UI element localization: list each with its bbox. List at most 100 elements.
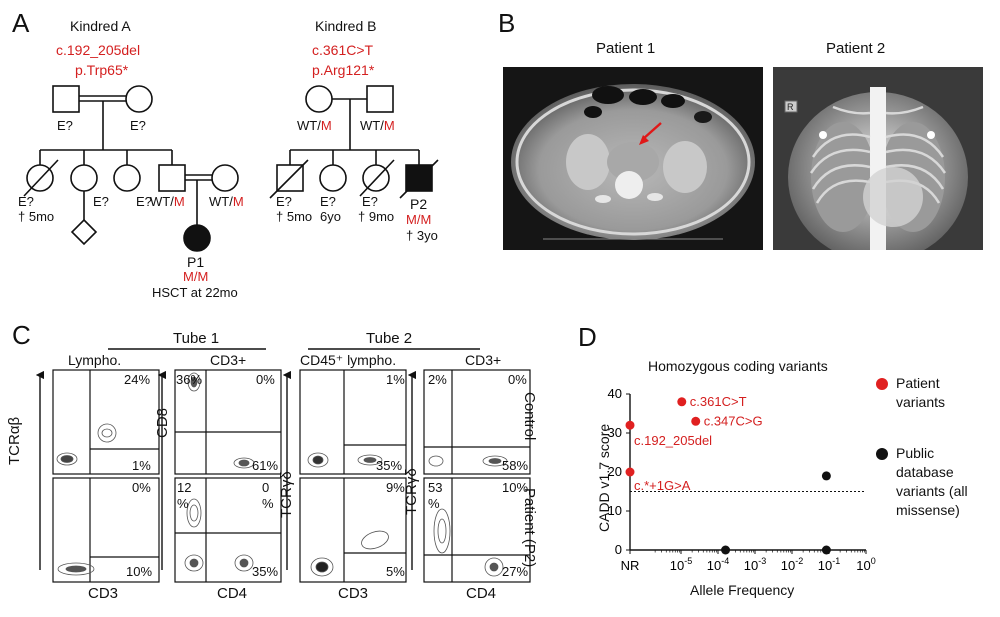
kindredA-sib3-genotype: E? (136, 194, 152, 209)
kindredB-title: Kindred B (315, 18, 377, 34)
panel-letter-a: A (12, 8, 30, 38)
x-tick-label: 10-3 (744, 556, 766, 573)
pct-label: 0 (262, 480, 270, 495)
pct-label: 24% (124, 372, 151, 387)
tube2-label: Tube 2 (366, 330, 413, 347)
pct-label: 10% (126, 564, 153, 579)
data-point (821, 471, 831, 481)
kindredA-diamond-symbol (70, 218, 98, 246)
data-point (821, 545, 831, 555)
x-label-cd4-2: CD4 (466, 585, 497, 602)
p1-label: P1 (187, 254, 205, 270)
kindredB-c1-genotype: E? (276, 194, 292, 209)
col-header-cd45-lympho: CD45⁺ lympho. (300, 352, 397, 368)
kindredA-sib4-symbol (158, 164, 186, 192)
p2-label: P2 (410, 196, 428, 212)
col-header-cd3-tube1: CD3+ (210, 352, 247, 368)
col-header-lympho: Lympho. (68, 352, 122, 368)
kindredB-c3-note: † 9mo (358, 209, 395, 224)
ct-scan-image (503, 67, 763, 250)
point-label: c.361C>T (690, 394, 747, 409)
kindredB-father-symbol (366, 85, 394, 113)
kindredB-father-genotype: WT/M (360, 118, 395, 133)
pct-label: 0% (256, 372, 275, 387)
pct-label: 35% (376, 458, 403, 473)
p1-affected-symbol (183, 224, 211, 252)
kindredB-mother-symbol (305, 85, 333, 113)
x-tick-label: NR (621, 558, 640, 573)
chest-xray-image: R (773, 67, 983, 250)
p1-note: HSCT at 22mo (152, 285, 238, 300)
x-tick-label: 10-4 (707, 556, 729, 573)
panel-letter-b: B (498, 8, 516, 38)
kindredA-spouse-genotype: WT/M (209, 194, 244, 209)
y-label-tcrgd-1: TCRγδ (278, 471, 295, 518)
pct-label: % (262, 496, 274, 511)
y-tick-label: 40 (608, 386, 622, 401)
kindredA-variant-cdna: c.192_205del (56, 42, 141, 58)
kindredA-title: Kindred A (70, 18, 131, 34)
y-tick-label: 0 (615, 542, 622, 557)
x-tick-label: 100 (856, 556, 875, 573)
col-header-cd3-tube2: CD3+ (465, 352, 502, 368)
pct-label: 53 (428, 480, 443, 495)
pct-label: 36% (176, 372, 203, 387)
row-label-control: Control (521, 392, 538, 441)
pct-label: 1% (386, 372, 405, 387)
kindredA-spouse-symbol (211, 164, 239, 192)
kindredB-variant-protein: p.Arg121* (312, 62, 375, 78)
kindredA-sib3-symbol (113, 164, 141, 192)
pct-label: 58% (502, 458, 529, 473)
pct-label: 0% (508, 372, 527, 387)
panel-letter-c: C (12, 320, 31, 350)
x-tick-label: 10-2 (781, 556, 803, 573)
point-label: c.192_205del (634, 433, 712, 448)
kindredB-c1-note: † 5mo (276, 209, 313, 224)
p2-genotype: M/M (406, 212, 432, 227)
pct-label: 12 (177, 480, 192, 495)
pct-label: 1% (132, 458, 151, 473)
pct-label: 61% (252, 458, 279, 473)
pedigree-diagram (23, 85, 439, 252)
kindredA-variant-protein: p.Trp65* (75, 62, 129, 78)
tube1-label: Tube 1 (173, 330, 220, 347)
data-point (691, 416, 701, 426)
y-label-cd8: CD8 (154, 407, 171, 438)
data-point (677, 397, 687, 407)
y-tick-label: 10 (608, 503, 622, 518)
kindredB-mother-genotype: WT/M (297, 118, 332, 133)
x-label-cd4-1: CD4 (217, 585, 248, 602)
pct-label: 35% (252, 564, 279, 579)
p1-genotype: M/M (183, 269, 209, 284)
kindredB-c2-note: 6yo (320, 209, 341, 224)
patient1-label: Patient 1 (596, 40, 656, 57)
kindredB-c2-genotype: E? (320, 194, 336, 209)
y-tick-label: 30 (608, 425, 622, 440)
y-label-tcrgd-2: TCRγδ (403, 468, 420, 515)
xray-marker-r: R (787, 102, 794, 112)
flow-cytometry-grid (35, 348, 531, 583)
y-tick-label: 20 (608, 464, 622, 479)
pct-label: 10% (502, 480, 529, 495)
kindredA-sib1-note: † 5mo (18, 209, 55, 224)
pct-label: 2% (428, 372, 447, 387)
legend-marker-patient (876, 378, 888, 390)
pct-label: % (428, 496, 440, 511)
kindredA-mother-symbol (125, 85, 153, 113)
kindredB-variant-cdna: c.361C>T (312, 42, 374, 58)
pct-label: 9% (386, 480, 405, 495)
row-label-patient: Patient (P2) (521, 488, 538, 568)
x-tick-label: 10-1 (818, 556, 840, 573)
kindredA-sib4-genotype: WT/M (150, 194, 185, 209)
data-point (625, 467, 635, 477)
panel-letter-d: D (578, 322, 597, 352)
p2-note: † 3yo (406, 228, 438, 243)
kindredB-c2-symbol (319, 164, 347, 192)
x-label-cd3-1: CD3 (88, 585, 119, 602)
kindredA-sib2-symbol (70, 164, 98, 192)
patient2-label: Patient 2 (826, 40, 886, 57)
legend-marker-public (876, 448, 888, 460)
